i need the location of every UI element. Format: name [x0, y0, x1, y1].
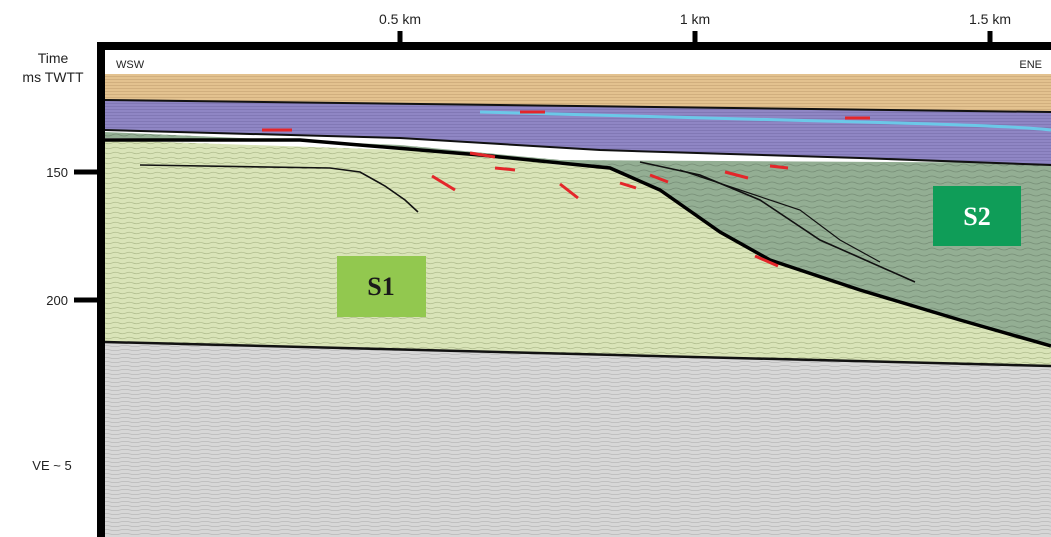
cyan-reflector [479, 110, 1051, 132]
left-axis-title-time: Time [38, 50, 69, 66]
direction-ene: ENE [1019, 59, 1042, 71]
arrow-4 [469, 151, 496, 159]
top-tick-label-0: 0.5 km [379, 11, 421, 27]
arrow-11 [769, 164, 789, 170]
unit-s2-badge [933, 186, 1021, 246]
horizon-base-purple [105, 129, 1051, 166]
horizon-top-s1 [105, 138, 1051, 348]
reflector-termination-arrows [262, 110, 870, 268]
arrow-5 [431, 174, 456, 192]
internal-horizon-s1 [139, 164, 419, 213]
header-strip [105, 53, 1051, 74]
horizon-top-purple [105, 99, 1051, 113]
arrow-6 [494, 166, 516, 172]
arrow-12 [754, 254, 779, 268]
vertical-exaggeration-note: VE ~ 5 [32, 458, 71, 473]
internal-horizon-s2-b [679, 169, 881, 263]
unit-s1-label: S1 [367, 272, 394, 301]
internal-horizon-s2-a [639, 161, 916, 283]
arrow-8 [619, 181, 637, 190]
horizon-base-s1 [105, 340, 1051, 368]
left-tick-label-1: 200 [46, 293, 68, 308]
unit-s1-badge [337, 256, 426, 317]
unit-s2-label: S2 [963, 202, 990, 231]
top-tick-label-2: 1.5 km [969, 11, 1011, 27]
arrow-7 [559, 182, 579, 200]
direction-wsw: WSW [116, 59, 145, 71]
arrow-9 [649, 173, 669, 184]
top-tick-label-1: 1 km [680, 11, 710, 27]
left-axis-title-unit: ms TWTT [22, 69, 84, 85]
section-layers [105, 53, 1051, 537]
arrow-10 [724, 170, 749, 180]
left-tick-label-0: 150 [46, 165, 68, 180]
